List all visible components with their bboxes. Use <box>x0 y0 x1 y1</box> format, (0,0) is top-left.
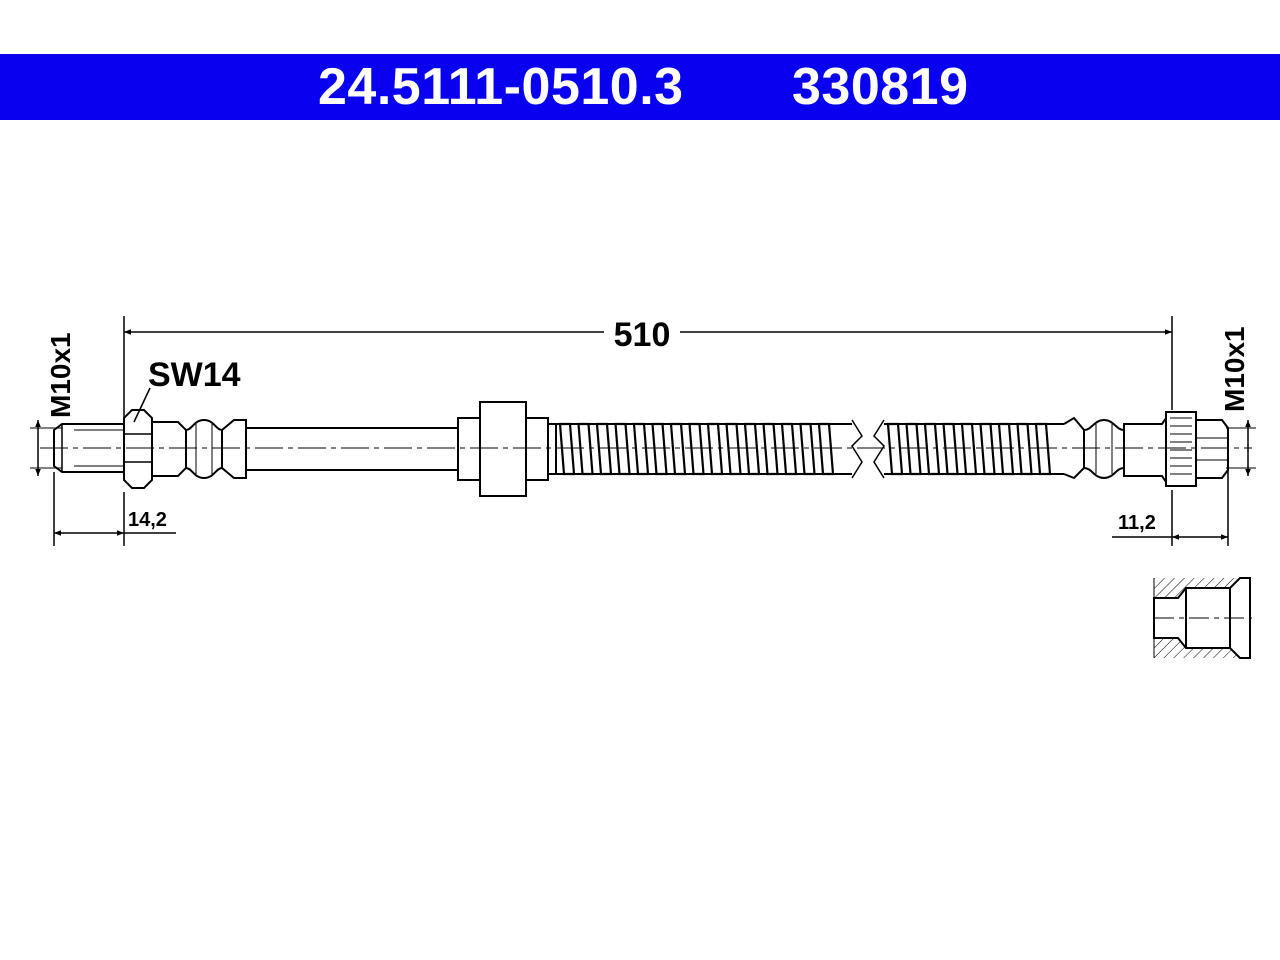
spring-coil <box>651 422 668 476</box>
spring-coil <box>942 422 959 476</box>
spring-coil <box>923 422 941 476</box>
break-mark-left <box>851 419 863 479</box>
spring-coil <box>614 422 631 476</box>
spring-coil <box>780 422 798 476</box>
spring-coil <box>706 422 724 476</box>
spring-coil <box>688 422 705 476</box>
right-swivel-nut <box>1165 411 1197 487</box>
spring-coil <box>799 422 816 476</box>
right-female-port <box>1195 419 1229 479</box>
center-bracket <box>479 401 527 497</box>
wrench-size-label: SW14 <box>148 356 241 394</box>
spring-coil <box>886 422 904 476</box>
spring-coil <box>817 422 835 476</box>
spring-coil <box>743 422 761 476</box>
total-length-label: 510 <box>614 316 671 354</box>
header-bar: 24.5111-0510.3 330819 <box>0 54 1280 120</box>
port-section-detail <box>1153 577 1252 659</box>
left-crimp-sleeve <box>151 421 187 477</box>
right-thread-label: M10x1 <box>1219 326 1250 412</box>
spring-coil <box>669 422 687 476</box>
part-number: 24.5111-0510.3 <box>318 58 684 116</box>
left-end-length-label: 14,2 <box>128 509 167 531</box>
left-hex-nut <box>123 409 153 489</box>
protective-spring <box>558 422 1052 476</box>
spring-coil <box>960 422 978 476</box>
right-crimp-sleeve <box>1063 416 1085 480</box>
center-bracket-collar <box>457 417 481 481</box>
spring-coil <box>632 422 650 476</box>
spring-coil <box>762 422 779 476</box>
spring-coil <box>725 422 742 476</box>
left-thread-label: M10x1 <box>45 332 76 418</box>
right-end-length-label: 11,2 <box>1118 512 1156 534</box>
spring-coil <box>979 422 996 476</box>
spring-coil <box>1034 422 1052 476</box>
spring-coil <box>558 422 576 476</box>
spring-coil <box>577 422 594 476</box>
spring-coil <box>997 422 1015 476</box>
spring-coil <box>1016 422 1033 476</box>
reference-number: 330819 <box>792 58 969 116</box>
wrench-size-leader <box>133 387 151 423</box>
break-mark-right <box>873 419 885 479</box>
spring-coil <box>905 422 922 476</box>
spring-coil <box>595 422 613 476</box>
